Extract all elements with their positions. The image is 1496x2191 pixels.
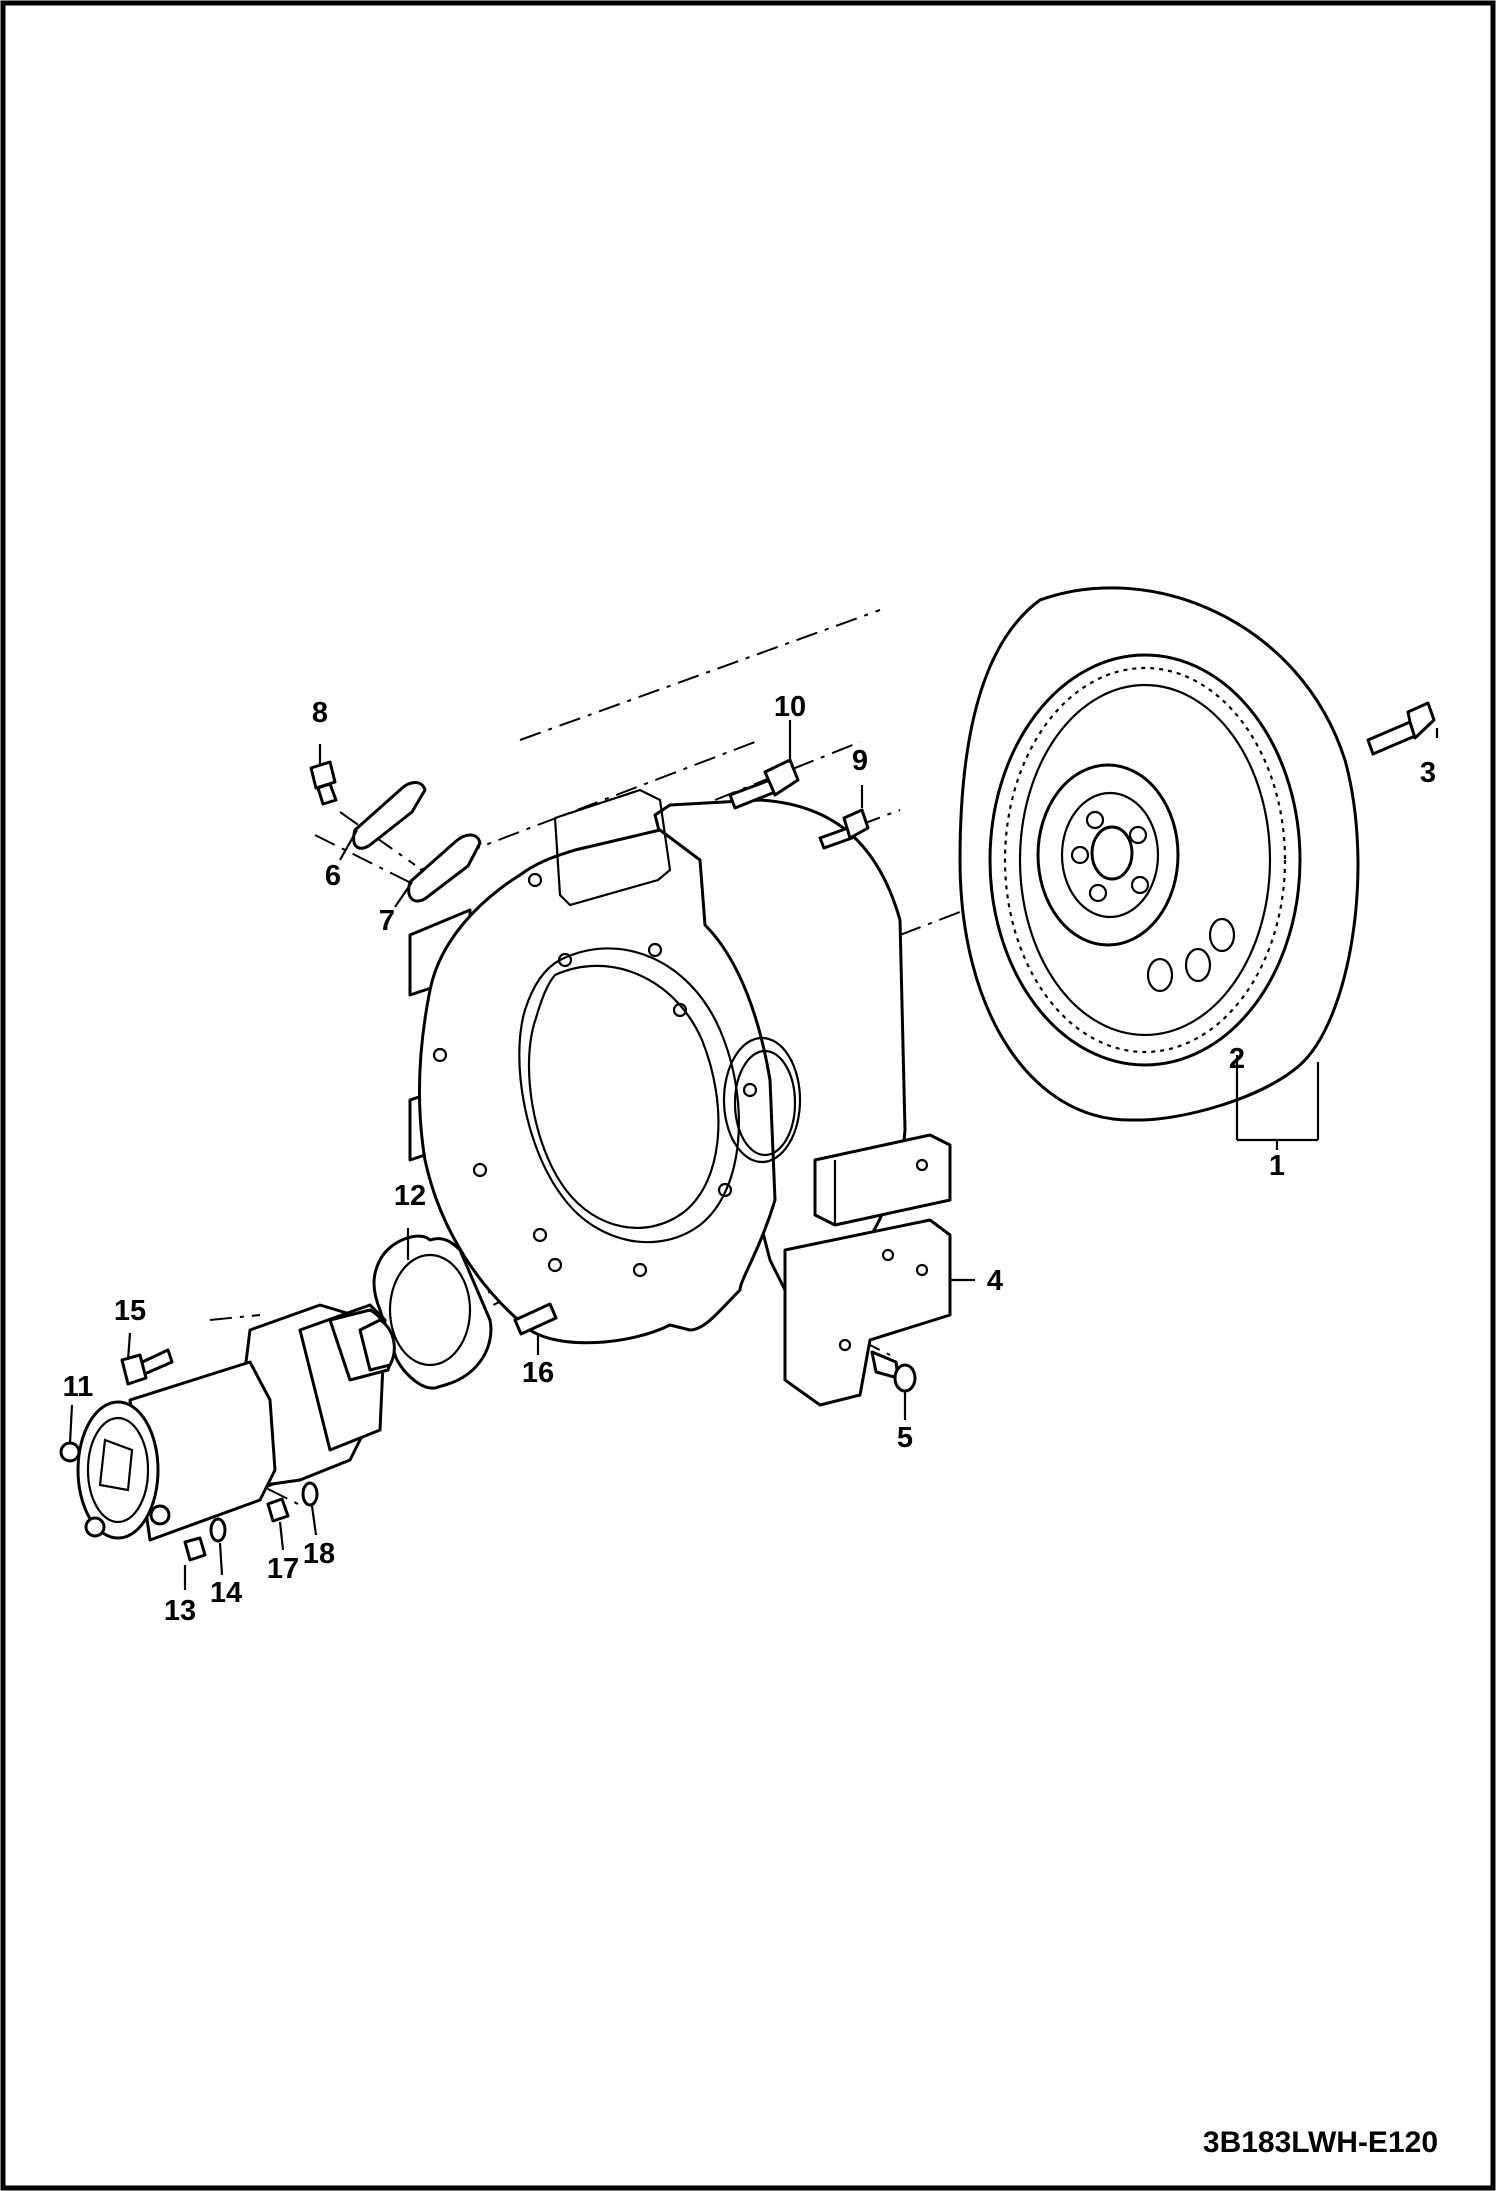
callout-6: 6 (325, 860, 341, 892)
callout-14: 14 (210, 1577, 242, 1609)
leader-lines (68, 720, 1439, 1590)
callout-7: 7 (379, 905, 395, 937)
starter-stud (513, 1302, 558, 1336)
callout-labels: 1 2 3 4 5 6 7 8 9 10 11 12 13 14 15 16 1… (63, 691, 1436, 1627)
callout-15: 15 (114, 1295, 146, 1327)
mount-bolt (870, 1350, 917, 1393)
inspection-covers (309, 760, 482, 903)
callout-9: 9 (852, 745, 868, 777)
callout-18: 18 (303, 1538, 335, 1570)
callout-8: 8 (312, 697, 328, 729)
callout-4: 4 (987, 1265, 1003, 1297)
flywheel (958, 586, 1360, 1122)
document-id: 3B183LWH-E120 (1203, 2126, 1438, 2159)
callout-13: 13 (164, 1595, 196, 1627)
callout-3: 3 (1420, 757, 1436, 789)
callout-12: 12 (394, 1180, 426, 1212)
callout-10: 10 (774, 691, 806, 723)
flywheel-housing (408, 788, 952, 1407)
ring-gear-teeth (1003, 666, 1287, 1054)
callout-2: 2 (1229, 1043, 1245, 1075)
housing-bolts (728, 758, 870, 850)
starter-gasket (372, 1234, 493, 1390)
callout-11: 11 (63, 1371, 94, 1403)
callout-16: 16 (522, 1357, 554, 1389)
starter-motor (59, 1303, 396, 1562)
callout-5: 5 (897, 1422, 913, 1454)
flywheel-bolt (1366, 701, 1436, 756)
callout-17: 17 (267, 1553, 299, 1585)
callout-1: 1 (1269, 1150, 1285, 1182)
